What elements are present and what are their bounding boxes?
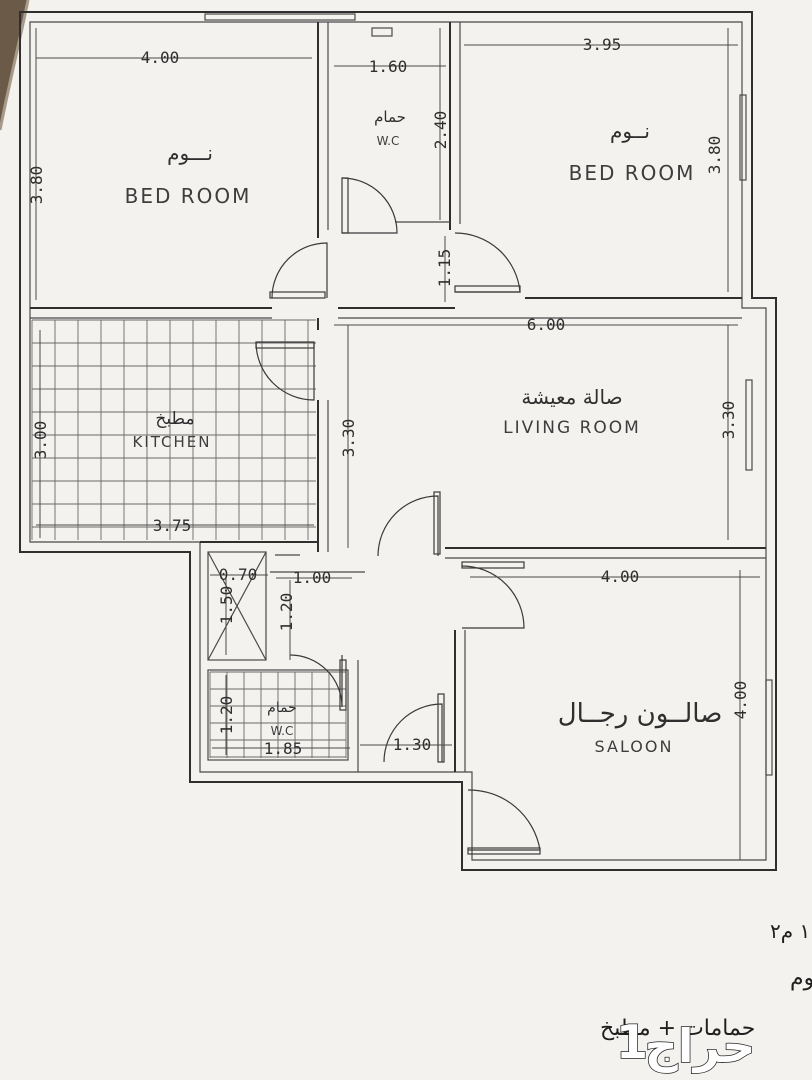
doors bbox=[255, 177, 541, 855]
dim-saloon-width: 4.00 bbox=[601, 567, 640, 586]
dim-bedroom-right-height: 3.80 bbox=[705, 136, 724, 175]
dim-hall-width: 1.00 bbox=[293, 568, 332, 587]
note-baths-kitchen: حمامات + مطبخ bbox=[600, 1016, 755, 1041]
dim-saloon-height: 4.00 bbox=[731, 681, 750, 720]
wc-bottom-label-ar: حمام bbox=[267, 700, 297, 716]
plan-notes: مساحة الشقة = ١٠٥,٥ م٢ صالون رجال + صالة… bbox=[600, 919, 812, 1041]
dim-wc-top-height: 2.40 bbox=[431, 111, 450, 150]
living-label-en: LIVING ROOM bbox=[503, 418, 641, 438]
dim-corridor-gap: 1.15 bbox=[435, 249, 454, 288]
wc-bottom-label-en: W.C bbox=[271, 724, 294, 738]
haraj-watermark: حراج 1 bbox=[615, 1014, 756, 1074]
dim-bedroom-left-height: 3.80 bbox=[27, 166, 46, 205]
dim-store-width: 0.70 bbox=[219, 565, 258, 584]
dim-wc-bottom-width: 1.85 bbox=[264, 739, 303, 758]
dim-bedroom-left-width: 4.00 bbox=[141, 48, 180, 67]
dim-wc-top-width: 1.60 bbox=[369, 57, 408, 76]
bedroom-right-label-ar: نــوم bbox=[610, 119, 650, 143]
dim-wc-bottom-height: 1.20 bbox=[217, 696, 236, 735]
dim-kitchen-width: 3.75 bbox=[153, 516, 192, 535]
kitchen-tile-grid bbox=[31, 319, 347, 758]
interior-walls bbox=[30, 13, 773, 776]
kitchen-label-en: KITCHEN bbox=[133, 433, 212, 451]
saloon-label-en: SALOON bbox=[595, 737, 674, 756]
dim-bedroom-right-width: 3.95 bbox=[583, 35, 622, 54]
outer-walls bbox=[19, 11, 777, 871]
dim-living-height-left: 3.30 bbox=[339, 419, 358, 458]
wc-top-label-en: W.C bbox=[377, 134, 400, 148]
dimension-lines bbox=[35, 28, 760, 860]
living-label-ar: صالة معيشة bbox=[521, 385, 622, 409]
dim-store-height: 1.50 bbox=[217, 586, 236, 625]
bedroom-left-label-en: BED ROOM bbox=[125, 184, 252, 208]
dim-living-height: 3.30 bbox=[719, 401, 738, 440]
dim-hall-height: 1.20 bbox=[277, 593, 296, 632]
note-rooms: صالون رجال + صالة معيشة +٢ غرفة نوم bbox=[790, 966, 812, 991]
room-labels: 4.00 1.60 3.95 3.80 2.40 3.80 1.15 نـــو… bbox=[27, 35, 750, 758]
kitchen-label-ar: مطبخ bbox=[155, 409, 194, 429]
paper-shadow-edge bbox=[0, 0, 30, 131]
watermark-digit: 1 bbox=[616, 1015, 648, 1069]
dim-entry-width: 1.30 bbox=[393, 735, 432, 754]
wc-top-label-ar: حمام bbox=[374, 108, 406, 126]
dim-living-width: 6.00 bbox=[527, 315, 566, 334]
bedroom-right-label-en: BED ROOM bbox=[569, 161, 696, 185]
dim-kitchen-height: 3.00 bbox=[31, 421, 50, 460]
note-area: مساحة الشقة = ١٠٥,٥ م٢ bbox=[770, 919, 812, 943]
watermark-text: حراج bbox=[645, 1019, 756, 1073]
bedroom-left-label-ar: نـــوم bbox=[167, 141, 213, 165]
saloon-label-ar: صالــون رجــال bbox=[558, 699, 723, 729]
